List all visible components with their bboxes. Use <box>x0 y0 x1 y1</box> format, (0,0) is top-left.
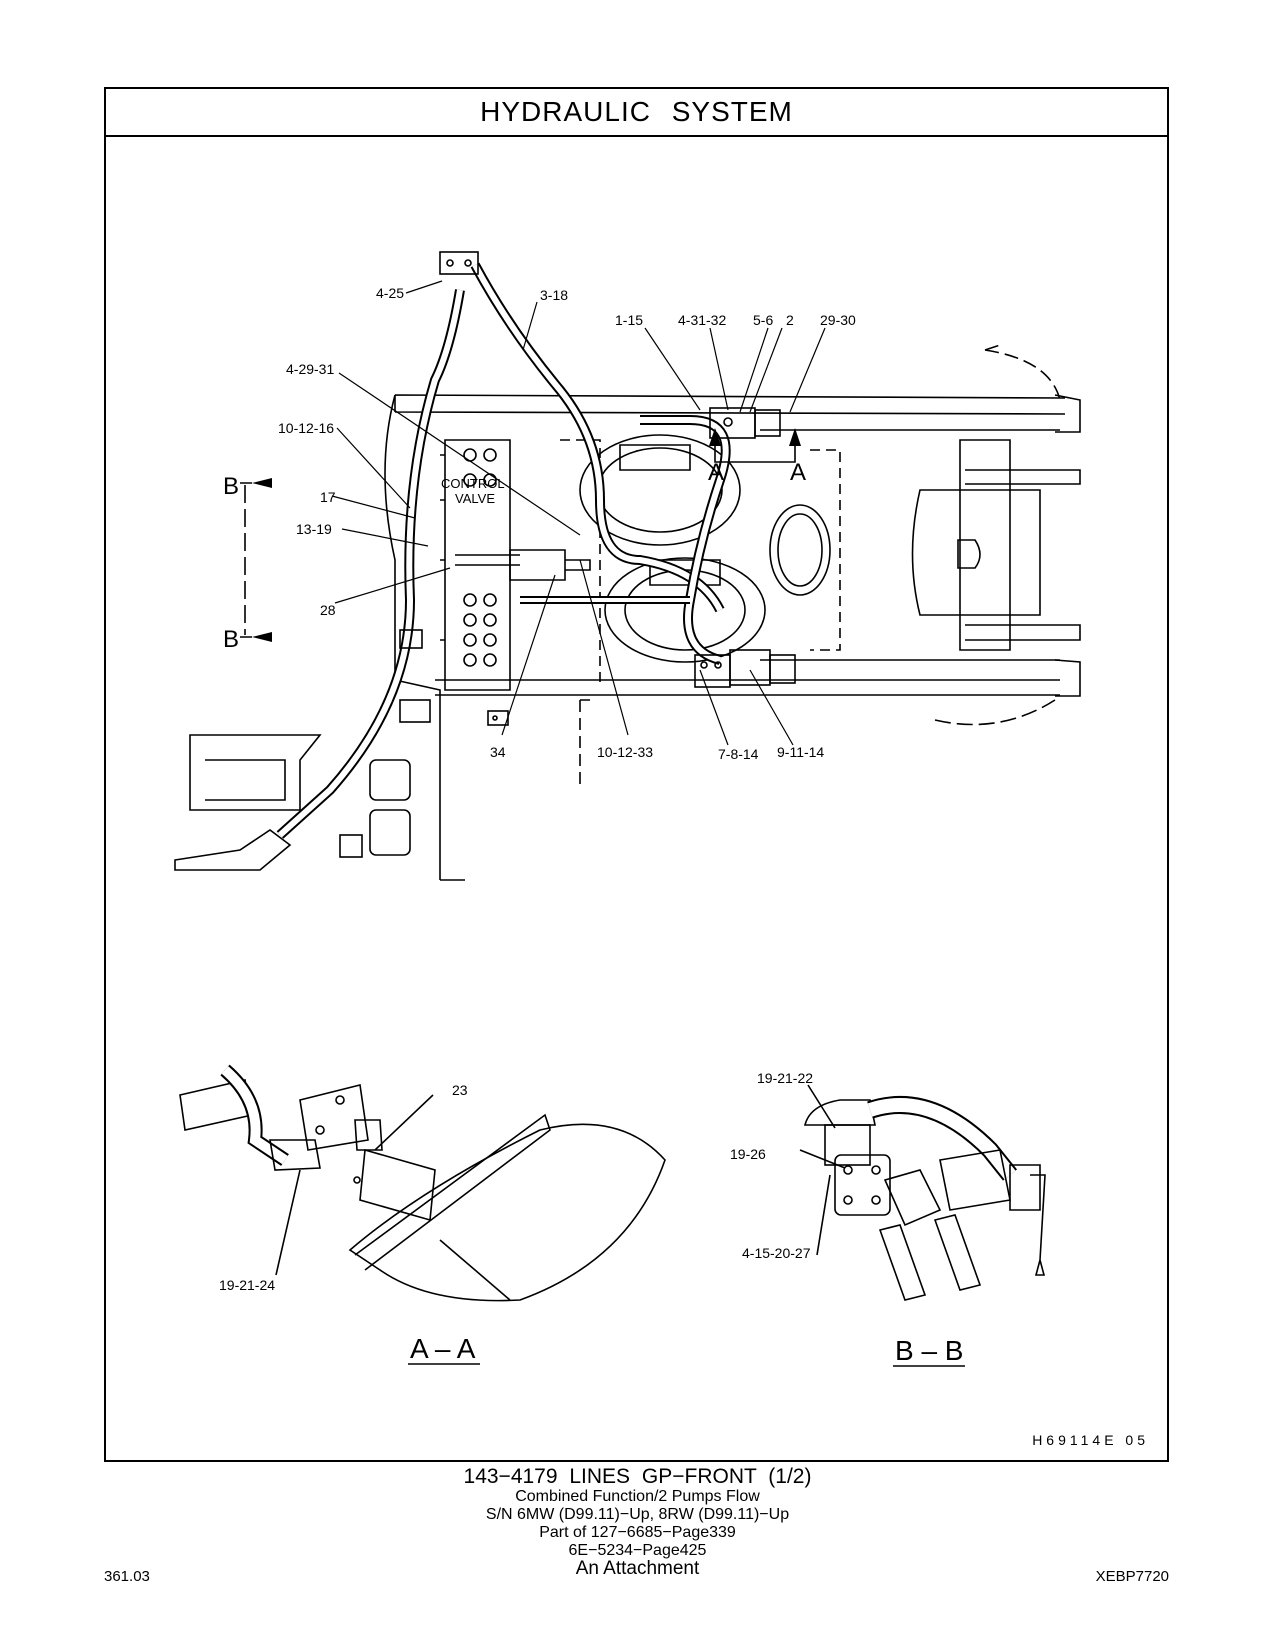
callout-10-12-16: 10-12-16 <box>278 420 334 436</box>
parts-caption: 143−4179 LINES GP−FRONT (1/2) Combined F… <box>0 1465 1275 1579</box>
callout-19-21-22: 19-21-22 <box>757 1070 813 1086</box>
callout-9-11-14: 9-11-14 <box>777 744 824 760</box>
callout-17: 17 <box>320 489 336 505</box>
caption-line-2: S/N 6MW (D99.11)−Up, 8RW (D99.11)−Up <box>485 1506 790 1523</box>
callout-13-19: 13-19 <box>296 521 332 537</box>
callout-5-6: 5-6 <box>753 312 773 328</box>
callout-10-12-33: 10-12-33 <box>597 744 653 760</box>
callout-1-15: 1-15 <box>615 312 643 328</box>
document-id: XEBP7720 <box>1095 1568 1169 1585</box>
control-valve-label-1: CONTROL <box>441 476 505 491</box>
control-valve-label-2: VALVE <box>455 491 495 506</box>
callout-29-30: 29-30 <box>820 312 856 328</box>
caption-line-5: An Attachment <box>575 1558 700 1579</box>
section-a-arrows <box>252 428 801 642</box>
callout-4-29-31: 4-29-31 <box>286 361 334 377</box>
page-number: 361.03 <box>104 1568 150 1585</box>
section-view-a-a: A – A <box>410 1333 476 1364</box>
callout-23: 23 <box>452 1082 468 1098</box>
section-marker-b-top: B <box>223 473 239 500</box>
section-b-b-view <box>799 1084 1046 1301</box>
callout-34: 34 <box>490 744 506 760</box>
section-a-a-view <box>179 1064 666 1302</box>
caption-line-3: Part of 127−6685−Page339 <box>539 1524 736 1541</box>
callout-7-8-14: 7-8-14 <box>718 746 759 762</box>
section-marker-a-left: A <box>708 459 724 486</box>
callout-4-31-32: 4-31-32 <box>678 312 726 328</box>
drawing-number: H69114E 05 <box>1032 1432 1149 1448</box>
section-marker-b-bottom: B <box>223 626 239 653</box>
caption-line-4: 6E−5234−Page425 <box>568 1542 707 1559</box>
title-band: HYDRAULIC SYSTEM <box>106 89 1167 137</box>
callout-4-15-20-27: 4-15-20-27 <box>742 1245 811 1261</box>
section-marker-a-right: A <box>790 459 806 486</box>
caption-line-1: Combined Function/2 Pumps Flow <box>515 1488 760 1505</box>
leader-lines <box>331 280 826 746</box>
callout-19-26: 19-26 <box>730 1146 766 1162</box>
page-title: HYDRAULIC SYSTEM <box>480 96 793 127</box>
callout-19-21-24: 19-21-24 <box>219 1277 275 1293</box>
section-view-b-b: B – B <box>895 1335 963 1366</box>
drawing-frame: HYDRAULIC SYSTEM H69114E 05 <box>104 87 1169 1462</box>
part-number-title: 143−4179 LINES GP−FRONT (1/2) <box>463 1465 812 1488</box>
callout-28: 28 <box>320 602 336 618</box>
callout-4-25: 4-25 <box>376 285 404 301</box>
callout-3-18: 3-18 <box>540 287 568 303</box>
machine-frame-lines <box>174 251 1081 881</box>
callout-2: 2 <box>786 312 794 328</box>
